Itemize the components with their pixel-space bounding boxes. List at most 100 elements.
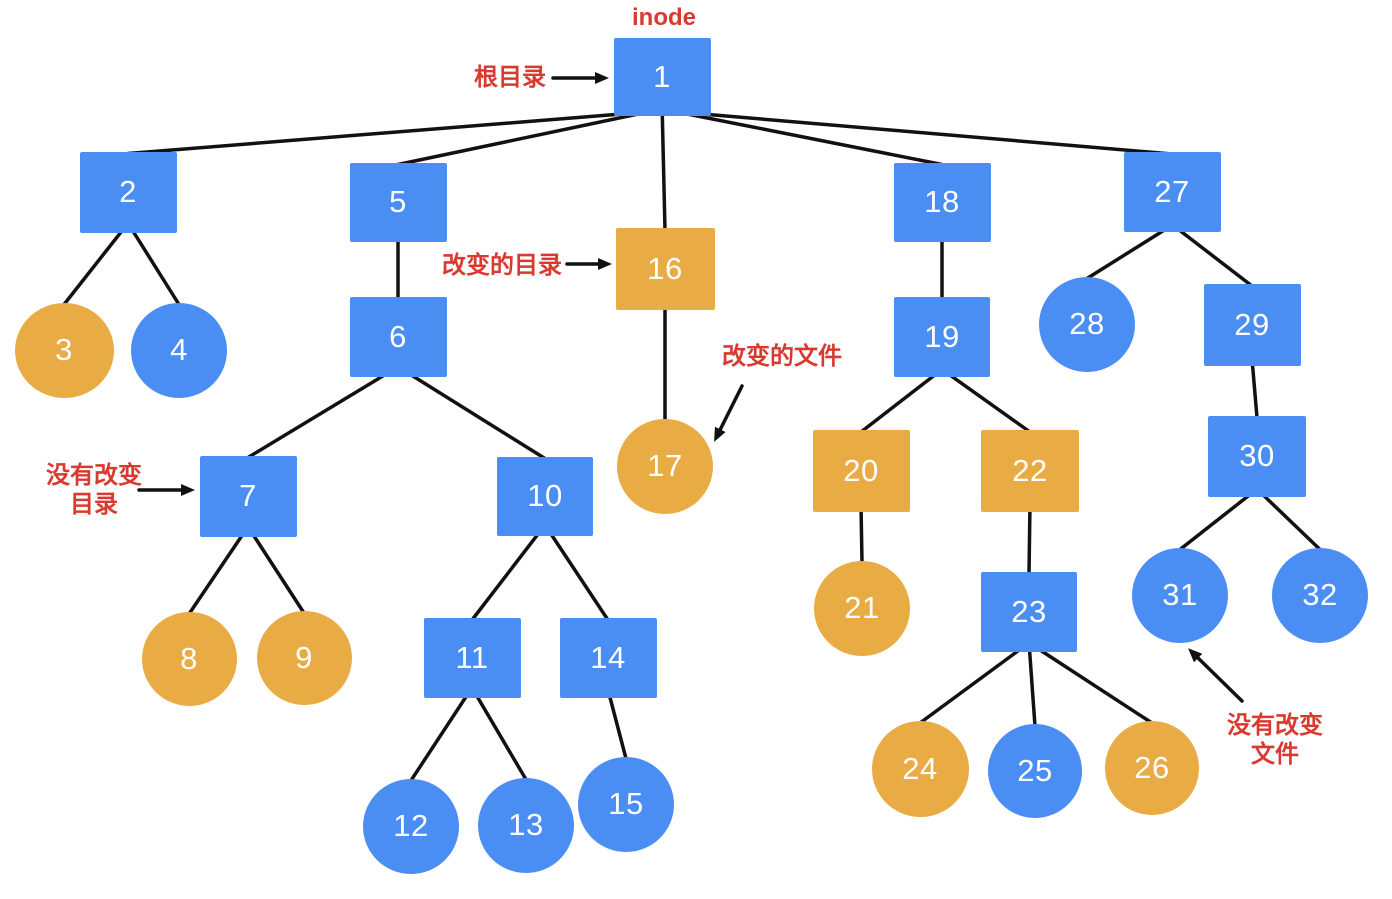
node-label: 13	[508, 807, 544, 842]
tree-node-11-directory-unchanged: 11	[423, 618, 521, 698]
tree-node-19-directory-unchanged: 19	[894, 297, 990, 377]
changed-dir-label: 改变的目录	[442, 252, 562, 279]
tree-node-15-file-unchanged: 15	[578, 756, 674, 852]
node-label: 2	[119, 174, 137, 209]
edge-1-18	[685, 112, 944, 167]
tree-node-18-directory-unchanged: 18	[893, 162, 991, 242]
node-label: 15	[608, 786, 644, 821]
node-label: 12	[393, 808, 429, 843]
node-label: 11	[455, 640, 489, 675]
node-label: 19	[924, 319, 960, 354]
tree-node-23-directory-unchanged: 23	[981, 572, 1077, 652]
tree-node-3-file-changed: 3	[14, 302, 114, 398]
edge-1-27	[700, 112, 1174, 156]
node-label: 24	[902, 751, 938, 786]
edge-27-29	[1177, 228, 1254, 288]
tree-node-13-file-unchanged: 13	[478, 777, 574, 873]
tree-node-4-file-unchanged: 4	[131, 302, 227, 398]
node-label: 7	[239, 478, 257, 513]
node-label: 31	[1162, 577, 1198, 612]
edge-23-25	[1027, 648, 1037, 728]
node-label: 29	[1234, 307, 1270, 342]
edge-7-8	[187, 532, 245, 616]
unchanged-file-label: 没有改变 文件	[1227, 712, 1323, 768]
tree-node-12-file-unchanged: 12	[363, 778, 459, 874]
node-label: 17	[647, 448, 683, 483]
tree-node-22-directory-changed: 22	[981, 430, 1079, 512]
edge-10-11	[470, 531, 541, 622]
unchanged-file-arrow	[1188, 648, 1244, 703]
edge-14-15	[607, 694, 628, 761]
root-dir-label: 根目录	[474, 64, 546, 91]
tree-node-27-directory-unchanged: 27	[1123, 152, 1221, 232]
tree-node-7-directory-unchanged: 7	[199, 455, 297, 537]
edge-23-26	[1038, 648, 1154, 725]
edge-30-32	[1260, 492, 1322, 552]
edge-23-24	[918, 648, 1021, 725]
edge-30-31	[1178, 492, 1252, 552]
tree-node-9-file-changed: 9	[256, 611, 352, 705]
node-label: 21	[844, 590, 880, 625]
tree-node-6-directory-unchanged: 6	[349, 297, 447, 377]
tree-node-32-file-unchanged: 32	[1272, 547, 1368, 643]
node-label: 14	[590, 640, 626, 675]
node-label: 30	[1239, 438, 1275, 473]
node-label: 4	[170, 332, 188, 367]
node-label: 32	[1302, 577, 1338, 612]
node-label: 16	[647, 251, 683, 286]
node-label: 20	[843, 453, 879, 488]
tree-node-24-file-changed: 24	[871, 721, 969, 817]
edge-19-22	[948, 373, 1032, 434]
node-label: 18	[924, 184, 960, 219]
node-label: 6	[389, 319, 407, 354]
tree-node-28-file-unchanged: 28	[1039, 276, 1135, 372]
tree-node-20-directory-changed: 20	[812, 430, 910, 512]
node-label: 9	[295, 640, 313, 675]
edge-1-5	[396, 112, 640, 167]
edge-29-30	[1250, 362, 1259, 420]
edge-27-28	[1085, 228, 1167, 281]
edge-1-16	[660, 112, 667, 232]
tree-node-26-file-changed: 26	[1105, 721, 1199, 815]
node-label: 23	[1011, 594, 1047, 629]
edge-19-20	[859, 373, 937, 434]
tree-node-8-file-changed: 8	[141, 612, 237, 706]
edge-22-23	[1027, 508, 1032, 576]
edge-20-21	[859, 508, 864, 565]
tree-node-14-directory-unchanged: 14	[559, 618, 657, 698]
node-label: 3	[55, 332, 73, 367]
node-label: 5	[389, 184, 407, 219]
tree-node-29-directory-unchanged: 29	[1203, 284, 1301, 366]
tree-node-31-file-unchanged: 31	[1132, 547, 1228, 643]
edge-7-9	[251, 532, 306, 615]
edge-10-14	[548, 531, 610, 622]
inode-title: inode	[632, 4, 696, 31]
edge-11-13	[475, 694, 528, 782]
edge-2-4	[130, 228, 181, 307]
unchanged-dir-label: 没有改变 目录	[46, 462, 142, 518]
edge-6-7	[246, 373, 387, 460]
edge-6-10	[409, 373, 547, 461]
node-label: 22	[1012, 453, 1048, 488]
tree-node-25-file-unchanged: 25	[988, 724, 1082, 818]
tree-node-1-directory-unchanged: 1	[613, 38, 711, 116]
tree-node-5-directory-unchanged: 5	[349, 162, 447, 242]
changed-file-label: 改变的文件	[722, 343, 842, 370]
tree-node-17-file-changed: 17	[617, 418, 713, 514]
node-label: 8	[180, 641, 198, 676]
tree-node-10-directory-unchanged: 10	[497, 456, 593, 536]
edge-1-2	[126, 112, 624, 156]
node-label: 28	[1069, 306, 1105, 341]
changed-file-arrow	[714, 384, 744, 442]
tree-node-30-directory-unchanged: 30	[1208, 415, 1306, 497]
tree-node-2-directory-unchanged: 2	[79, 151, 177, 233]
node-label: 10	[527, 478, 563, 513]
node-label: 27	[1154, 174, 1190, 209]
tree-node-21-file-changed: 21	[814, 560, 910, 656]
tree-node-16-directory-changed: 16	[615, 228, 715, 310]
node-label: 1	[653, 59, 671, 94]
edge-11-12	[409, 694, 469, 783]
edge-2-3	[62, 228, 124, 307]
